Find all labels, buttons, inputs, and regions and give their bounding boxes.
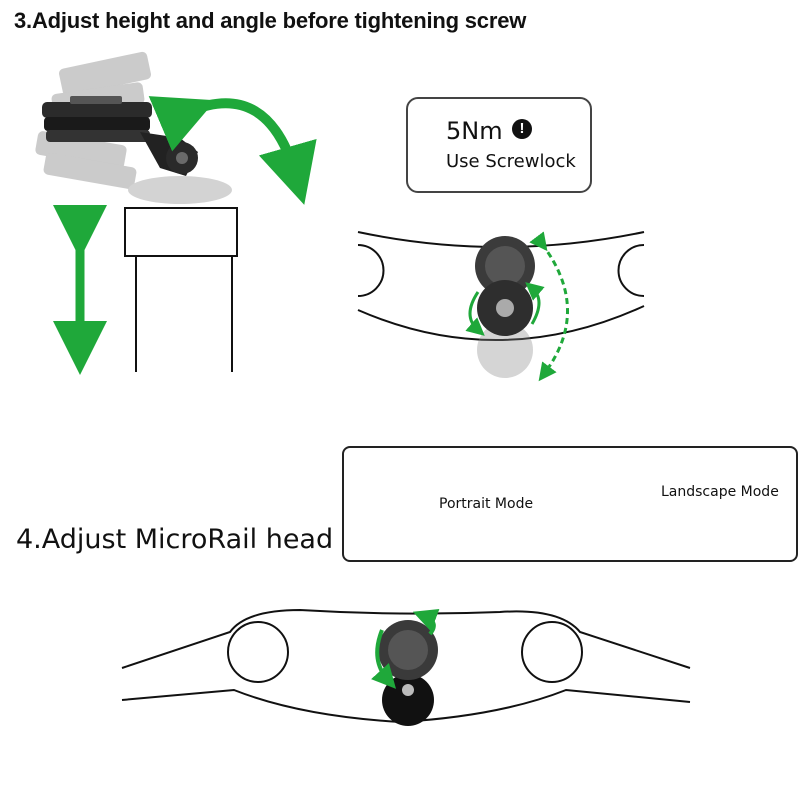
stem-clamp: [124, 207, 238, 372]
green-curved-arrow-icon: [148, 96, 317, 205]
portrait-mode-label: Portrait Mode: [439, 496, 534, 512]
landscape-mode-label: Landscape Mode: [661, 484, 779, 500]
alert-icon: !: [512, 119, 532, 139]
bar-top-view: [357, 231, 645, 382]
rotate-arrows-icon: [465, 291, 485, 336]
screwlock-note: Use Screwlock: [446, 151, 576, 172]
mode-selector-box: Portrait Mode Landscape Mode: [342, 446, 798, 562]
step4-title: 4.Adjust MicroRail head: [16, 524, 334, 555]
torque-spec-box: 5Nm ! Use Screwlock: [406, 97, 592, 193]
microrail-outline: [121, 608, 691, 726]
step3-title: 3.Adjust height and angle before tighten…: [14, 8, 527, 33]
torque-value: 5Nm: [446, 117, 503, 145]
